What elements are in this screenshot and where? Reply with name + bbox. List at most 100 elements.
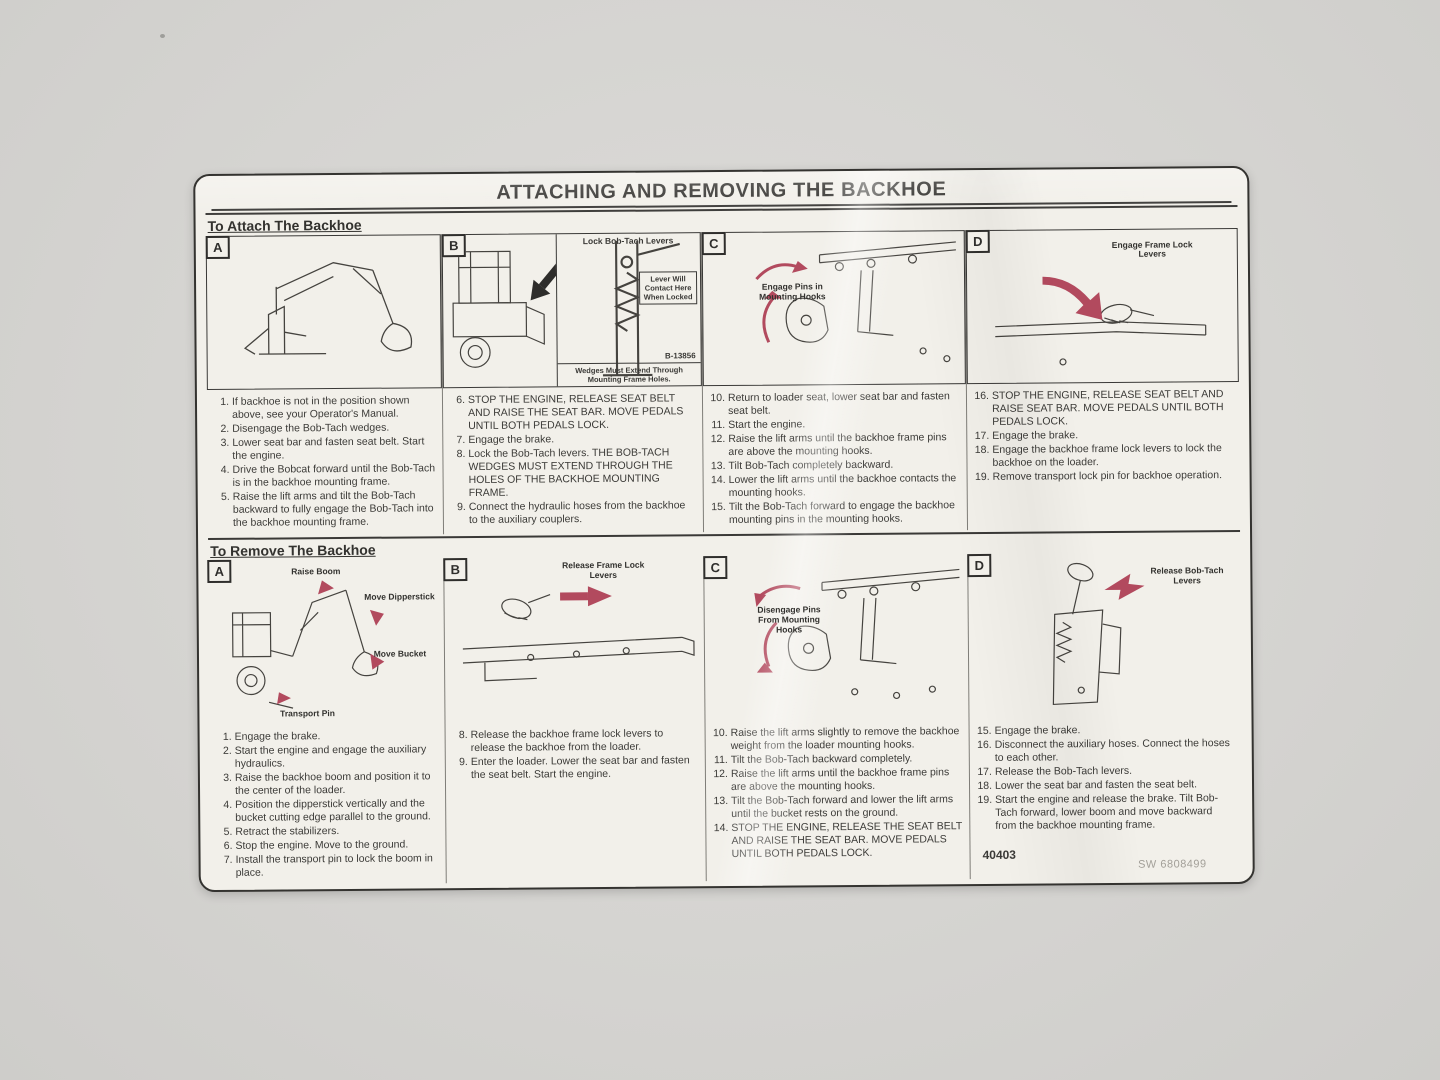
step-number: 3. [223, 772, 232, 785]
panel-letter-badge: A [205, 235, 230, 260]
black-arrow-icon [530, 261, 557, 301]
step-number: 10. [712, 727, 728, 740]
attach-panel-c-steps: 10.Return to loader seat, lower seat bar… [703, 384, 967, 532]
step-item: 9.Enter the loader. Lower the seat bar a… [448, 754, 699, 782]
step-item: 4.Position the dipperstick vertically an… [212, 797, 439, 825]
step-item: 9.Connect the hydraulic hoses from the b… [446, 499, 697, 527]
step-text: Stop the engine. Move to the ground. [235, 838, 409, 853]
step-item: 6.STOP THE ENGINE, RELEASE SEAT BELT AND… [445, 392, 696, 433]
remove-panel-b-illustration: B Release Frame Lock Levers [443, 557, 704, 723]
mounting-hooks-icon [754, 568, 960, 700]
step-item: 5.Retract the stabilizers. [212, 825, 439, 840]
step-text: Position the dipperstick vertically and … [235, 797, 431, 825]
step-text: Start the engine. [728, 418, 806, 431]
diagram-code: B-13856 [664, 351, 696, 361]
move-dipperstick-annotation: Move Dipperstick [364, 591, 435, 602]
move-bucket-annotation: Move Bucket [373, 648, 427, 660]
step-number: 1. [220, 395, 230, 408]
attach-panel-b-steps: 6.STOP THE ENGINE, RELEASE SEAT BELT AND… [443, 386, 703, 534]
step-number: 2. [222, 745, 232, 758]
remove-panel-c-steps: 10.Raise the lift arms slightly to remov… [706, 719, 970, 881]
step-text: Tilt the Bob-Tach backward completely. [730, 752, 913, 767]
step-text: Raise the backhoe boom and position it t… [234, 770, 431, 798]
step-number: 16. [977, 739, 992, 752]
red-arrow-icon [1042, 276, 1103, 320]
step-item: 18.Lower the seat bar and fasten the sea… [972, 778, 1236, 793]
step-number: 9. [459, 756, 468, 769]
engage-pins-annotation: Engage Pins in Mounting Hooks [759, 281, 826, 302]
step-number: 11. [713, 754, 728, 767]
step-item: 6.Stop the engine. Move to the ground. [212, 839, 439, 854]
step-text: Disconnect the auxiliary hoses. Connect … [994, 737, 1230, 765]
step-number: 12. [713, 768, 728, 781]
step-text: Raise the lift arms until the backhoe fr… [730, 766, 950, 794]
step-number: 17. [974, 429, 990, 443]
step-item: 11.Tilt the Bob-Tach backward completely… [708, 752, 963, 767]
red-arrow-icon [277, 580, 385, 705]
step-number: 19. [974, 471, 990, 484]
step-item: 10.Raise the lift arms slightly to remov… [708, 725, 963, 753]
step-number: 4. [223, 799, 233, 812]
step-number: 8. [458, 729, 468, 742]
disengage-pins-annotation: Disengage Pins From Mounting Hooks [757, 604, 821, 635]
step-text: STOP THE ENGINE, RELEASE SEAT BELT AND R… [991, 388, 1224, 428]
step-number: 14. [713, 822, 729, 835]
step-number: 5. [220, 490, 230, 504]
step-item: 11.Start the engine. [705, 417, 960, 432]
step-number: 15. [711, 501, 726, 514]
bobtach-lever-release-icon [1052, 563, 1145, 706]
step-number: 6. [456, 394, 466, 407]
attach-panel-c-illustration: C Engage Pins in Mounting Hooks [701, 230, 966, 387]
step-number: 7. [456, 434, 466, 447]
mounting-hooks-icon [755, 241, 956, 363]
step-text: Retract the stabilizers. [235, 825, 340, 839]
remove-panel-d: D Release Bob-Tach Levers [967, 553, 1243, 879]
step-text: Lower seat bar and fasten seat belt. Sta… [232, 435, 425, 462]
attach-panel-c: C Engage Pins in Mounting Hooks [701, 230, 969, 533]
step-text: Release the backhoe frame lock levers to… [470, 727, 664, 755]
step-number: 1. [222, 731, 232, 744]
step-number: 19. [977, 794, 993, 807]
step-text: If backhoe is not in the position shown … [231, 394, 410, 421]
step-item: 4.Drive the Bobcat forward until the Bob… [209, 462, 436, 490]
panel-letter-badge: D [965, 229, 990, 254]
photo-speck [160, 34, 165, 38]
step-item: 13.Tilt the Bob-Tach forward and lower t… [708, 793, 963, 821]
step-item: 2.Start the engine and engage the auxili… [212, 743, 439, 771]
sw-code: SW 6808499 [1137, 858, 1207, 871]
red-arrow-icon [1104, 573, 1145, 601]
step-item: 5.Raise the lift arms and tilt the Bob-T… [210, 489, 437, 530]
step-number: 4. [220, 463, 230, 477]
step-item: 14.Lower the lift arms until the backhoe… [706, 472, 961, 500]
panel-letter-badge: D [967, 554, 992, 578]
step-text: Enter the loader. Lower the seat bar and… [470, 754, 690, 782]
lever-spring-icon [602, 240, 680, 377]
remove-section: To Remove The Backhoe A Raise Boom Move … [207, 530, 1243, 886]
step-text: STOP THE ENGINE, RELEASE THE SEAT BELT A… [731, 820, 963, 861]
step-text: Lower the lift arms until the backhoe co… [728, 472, 957, 500]
attach-panel-a-steps: 1.If backhoe is not in the position show… [207, 388, 443, 536]
step-number: 12. [710, 433, 726, 446]
remove-panel-d-illustration: D Release Bob-Tach Levers [967, 553, 1241, 719]
panel-letter-badge: C [703, 556, 728, 580]
step-text: Start the engine and release the brake. … [995, 792, 1219, 833]
backhoe-side-view-icon [243, 262, 413, 355]
step-item: 16.STOP THE ENGINE, RELEASE SEAT BELT AN… [969, 388, 1233, 429]
step-text: Return to loader seat, lower seat bar an… [727, 390, 950, 417]
step-text: Lock the Bob-Tach levers. THE BOB-TACH W… [468, 446, 673, 500]
red-arrow-icon [755, 263, 799, 343]
remove-panel-b-steps: 8.Release the backhoe frame lock levers … [446, 721, 706, 883]
panel-letter-badge: B [441, 234, 466, 258]
raise-boom-annotation: Raise Boom [291, 565, 341, 577]
step-text: Lower the seat bar and fasten the seat b… [994, 778, 1198, 793]
attach-panel-d-illustration: D Engage Frame Lock Levers [965, 227, 1239, 385]
step-number: 15. [976, 725, 992, 738]
loader-rear-view-icon [443, 234, 557, 387]
step-number: 14. [710, 474, 726, 487]
hand-on-lock-lever-icon [995, 276, 1207, 366]
step-item: 12.Raise the lift arms until the backhoe… [705, 431, 960, 459]
step-item: 7.Engage the brake. [445, 432, 696, 447]
remove-panel-a-steps: 1.Engage the brake.2.Start the engine an… [210, 723, 446, 885]
step-item: 18.Engage the backhoe frame lock levers … [969, 442, 1233, 470]
